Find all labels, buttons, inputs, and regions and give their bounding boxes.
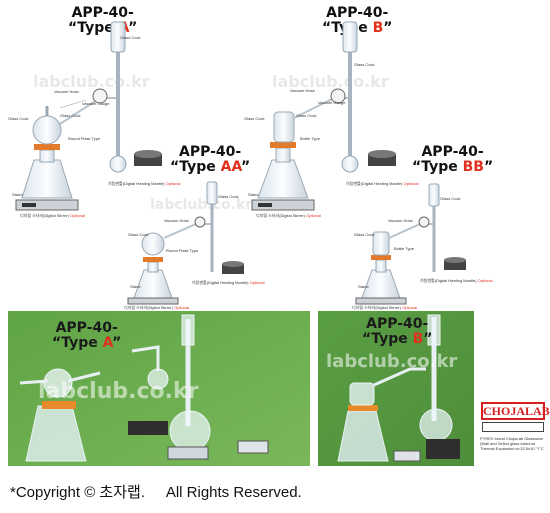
photo-type-b: APP-40- “Type B” labclub.co.kr [318, 311, 474, 466]
label-round-flask-type: Round Flask Type [166, 248, 199, 253]
label-vacuum-gauge: Vacuum Gauge [318, 100, 346, 105]
title-model: APP-40- [71, 5, 134, 21]
type-letter: B [412, 331, 424, 347]
label-digital-stirrer: 디지털 스터러(Digital Stirrer) Optional [124, 305, 190, 310]
label-glass-cock: Glass Cock [128, 232, 149, 237]
type-letter: BB [462, 159, 484, 175]
label-glass-cock: Glass Cock [60, 113, 81, 118]
label-vacuum-gauge: Vacuum Gauge [82, 101, 110, 106]
watermark: labclub.co.kr [33, 72, 150, 91]
apparatus-type-aa [127, 181, 244, 305]
type-letter: A [102, 335, 113, 351]
copyright-notice: *Copyright © 초자랩. All Rights Reserved. [10, 484, 302, 501]
label-glass-cock: Glass Cock [354, 62, 375, 67]
title-type-bb: APP-40- “Type BB” [412, 145, 493, 175]
apparatus-type-bb [355, 183, 466, 305]
diagram-panel: labclub.co.kr labclub.co.kr labclub.co.k… [8, 5, 494, 310]
photo-title-model: APP-40- [55, 320, 118, 336]
watermark: labclub.co.kr [38, 379, 199, 404]
watermark: labclub.co.kr [326, 351, 458, 372]
photo-title: APP-40- “Type B” [362, 317, 432, 347]
photo-title: APP-40- “Type A” [52, 321, 121, 351]
label-stand: Stand [248, 192, 259, 197]
label-heating-mantle: 히팅맨틀(Digital Heating Mantle) Optional [346, 181, 419, 186]
title-type: “Type BB” [412, 159, 494, 175]
brand-note: PYREX brand ChojaLab Glassware (Wall and… [480, 436, 544, 451]
apparatus-type-a [15, 21, 162, 211]
label-vacuum-hose: Vacuum Hose [290, 88, 315, 93]
apparatus-type-b [251, 21, 396, 211]
label-stand: Stand [358, 284, 369, 289]
apparatus-drawings [15, 21, 466, 305]
label-glass-cock: Glass Cock [244, 116, 265, 121]
label-glass-cock: Glass Cock [8, 116, 29, 121]
label-round-flask-type: Round Flask Type [68, 136, 101, 141]
label-digital-stirrer: 디지털 스터러(Digital Stirrer) Optional [352, 305, 418, 310]
label-glass-cock: Glass Cock [296, 113, 317, 118]
label-glass-cock: Glass Cock [354, 232, 375, 237]
photo-image [8, 311, 310, 466]
label-glass-cock: Glass Cock [218, 194, 239, 199]
title-model: APP-40- [178, 144, 242, 160]
label-vacuum-hose: Vacuum Hose [164, 218, 189, 223]
label-digital-stirrer: 디지털 스터러(Digital Stirrer) Optional [20, 213, 86, 218]
label-stand: Stand [130, 284, 141, 289]
label-heating-mantle: 히팅맨틀(Digital Heating Mantle) Optional [108, 181, 181, 186]
title-model: APP-40- [326, 5, 389, 21]
title-type: “Type AA” [170, 159, 251, 175]
label-digital-stirrer: 디지털 스터러(Digital Stirrer) Optional [256, 213, 322, 218]
watermark: labclub.co.kr [272, 72, 389, 91]
photo-title-type: “Type A” [52, 335, 122, 351]
label-glass-cock: Glass Cock [120, 35, 141, 40]
type-letter: B [372, 20, 384, 36]
type-letter: AA [220, 159, 241, 175]
photo-type-a: APP-40- “Type A” labclub.co.kr [8, 311, 310, 466]
photo-title-type: “Type B” [362, 331, 433, 347]
label-vacuum-hose: Vacuum Hose [54, 89, 79, 94]
brand-blank-box [482, 422, 544, 432]
chojalab-logo: CHOJALAB [481, 402, 550, 420]
photo-title-model: APP-40- [366, 316, 429, 332]
label-stand: Stand [12, 192, 23, 197]
label-bottle-type: Bottle Type [394, 246, 414, 251]
label-vacuum-hose: Vacuum Hose [388, 218, 413, 223]
label-bottle-type: Bottle Type [300, 136, 320, 141]
title-type-aa: APP-40- “Type AA” [170, 145, 250, 175]
label-glass-cock: Glass Cock [440, 196, 461, 201]
label-heating-mantle: 히팅맨틀(Digital Heating Mantle) Optional [192, 280, 265, 285]
title-model: APP-40- [421, 144, 484, 160]
watermark: labclub.co.kr [150, 197, 253, 213]
photo-image [318, 311, 474, 466]
label-heating-mantle: 히팅맨틀(Digital Heating Mantle) Optional [420, 278, 493, 283]
